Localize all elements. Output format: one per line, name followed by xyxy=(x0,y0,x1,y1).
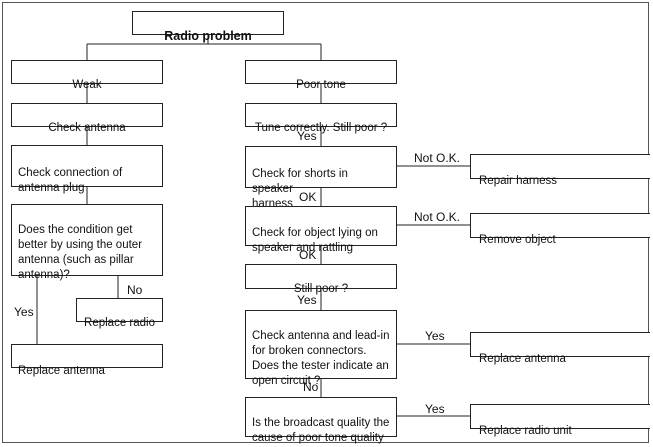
check-antenna-box: Check antenna xyxy=(11,103,163,134)
title-text: Radio problem xyxy=(164,29,252,43)
check-lead-in-box: Check antenna and lead-in for broken con… xyxy=(245,310,397,387)
tune-correctly-box: Tune correctly. Still poor ? xyxy=(245,103,397,134)
replace-radio-unit-box: Replace radio unit xyxy=(470,404,650,437)
repair-harness-text: Repair harness xyxy=(479,175,557,187)
poor-tone-header-text: Poor tone xyxy=(296,79,346,91)
broadcast-quality-box: Is the broadcast quality the cause of po… xyxy=(245,397,397,444)
still-poor-box: Still poor ? xyxy=(245,264,397,295)
outer-antenna-question-box: Does the condition get better by using t… xyxy=(11,204,163,281)
replace-antenna-weak-text: Replace antenna xyxy=(18,365,105,377)
title-box: Radio problem xyxy=(132,11,284,43)
check-antenna-text: Check antenna xyxy=(48,122,126,134)
weak-header-text: Weak xyxy=(72,79,102,91)
check-lead-in-text: Check antenna and lead-in for broken con… xyxy=(252,330,390,387)
replace-antenna-poor-tone-box: Replace antenna xyxy=(470,332,650,365)
broadcast-quality-text: Is the broadcast quality the cause of po… xyxy=(252,417,390,444)
replace-radio-box: Replace radio xyxy=(76,298,163,329)
weak-no-label: No xyxy=(127,283,143,297)
check-connection-text: Check connection of antenna plug xyxy=(18,167,123,194)
check-shorts-text: Check for shorts in speaker harness xyxy=(252,168,348,210)
shorts-not-ok-label: Not O.K. xyxy=(414,151,461,165)
weak-yes-label: Yes xyxy=(14,305,34,319)
object-not-ok-label: Not O.K. xyxy=(414,210,461,224)
replace-radio-text: Replace radio xyxy=(84,317,155,329)
check-shorts-box: Check for shorts in speaker harness xyxy=(245,146,397,210)
replace-antenna-weak-box: Replace antenna xyxy=(11,344,163,377)
lead-in-yes-label: Yes xyxy=(425,329,445,343)
shorts-ok-label: OK xyxy=(299,190,317,204)
check-object-text: Check for object lying on speaker and ra… xyxy=(252,227,378,254)
still-poor-yes-label: Yes xyxy=(297,293,317,307)
check-object-box: Check for object lying on speaker and ra… xyxy=(245,206,397,254)
weak-header-box: Weak xyxy=(11,60,163,91)
tune-yes-label: Yes xyxy=(297,129,317,143)
outer-antenna-question-text: Does the condition get better by using t… xyxy=(18,224,143,281)
tune-correctly-text: Tune correctly. Still poor ? xyxy=(254,122,388,134)
object-ok-label: OK xyxy=(299,248,317,262)
replace-radio-unit-text: Replace radio unit xyxy=(479,425,572,437)
poor-tone-header-box: Poor tone xyxy=(245,60,397,91)
broadcast-yes-label: Yes xyxy=(425,402,445,416)
remove-object-box: Remove object xyxy=(470,213,650,246)
replace-antenna-poor-tone-text: Replace antenna xyxy=(479,353,566,365)
check-connection-box: Check connection of antenna plug xyxy=(11,145,163,194)
still-poor-text: Still poor ? xyxy=(293,283,349,295)
lead-in-no-label: No xyxy=(303,380,319,394)
repair-harness-box: Repair harness xyxy=(470,154,650,187)
remove-object-text: Remove object xyxy=(479,234,556,246)
